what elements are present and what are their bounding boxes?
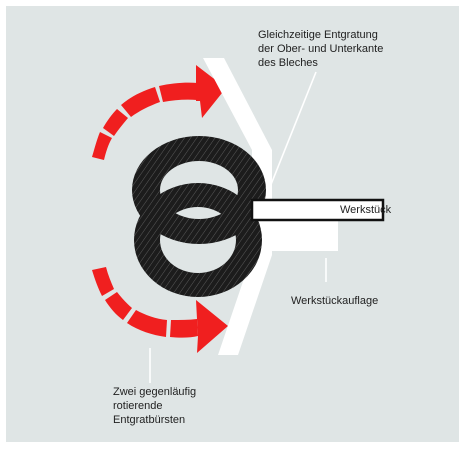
lower-arrow-segment-2 — [105, 292, 132, 320]
workpiece-support — [253, 221, 338, 251]
upper-rotation-arrow-icon — [92, 65, 226, 160]
label-rotating-brushes: Zwei gegenläufig rotierende Entgratbürst… — [113, 386, 197, 426]
upper-arrow-segment-4 — [159, 82, 198, 102]
upper-arrow-segment-2 — [103, 109, 128, 136]
label-workpiece-support: Werkstückauflage — [291, 295, 379, 307]
label-workpiece: Werkstück — [340, 204, 392, 216]
sheet-guide — [203, 58, 272, 355]
upper-arrow-head — [196, 65, 226, 118]
upper-arrow-segment-1 — [92, 132, 112, 160]
leader-line-top — [267, 71, 317, 193]
upper-arrow-segment-3 — [121, 87, 160, 117]
lower-arrow-head — [196, 300, 228, 353]
lower-arrow-segment-3 — [127, 310, 167, 337]
deburring-brushes — [132, 136, 266, 297]
annotation-simultaneous-deburring: Gleichzeitige Entgratung der Ober- und U… — [258, 29, 384, 69]
lower-arrow-segment-1 — [92, 267, 114, 296]
lower-brush — [134, 183, 262, 297]
workpiece-sheet — [250, 198, 385, 222]
lower-rotation-arrow-icon — [92, 267, 228, 353]
lower-arrow-segment-4 — [170, 319, 198, 338]
